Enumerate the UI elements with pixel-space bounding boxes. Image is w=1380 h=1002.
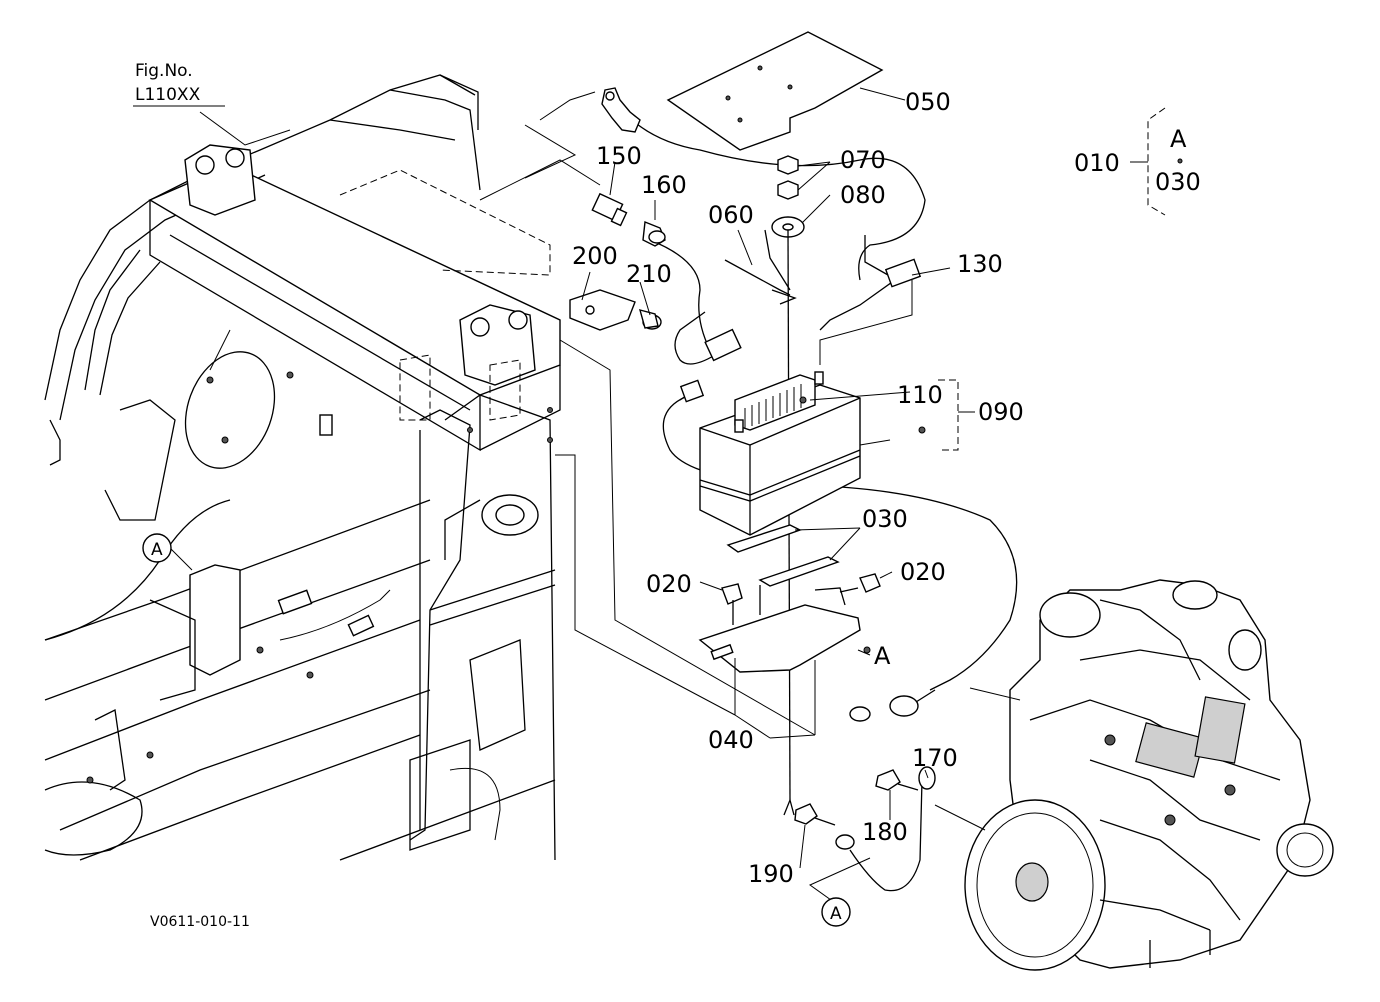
callout-040: 040 (708, 726, 754, 754)
callout-a-tray: A (874, 642, 891, 670)
bolt-180 (875, 769, 919, 791)
cover-plate-050 (666, 31, 906, 151)
svg-text:A: A (151, 540, 163, 560)
bolt-160 (642, 221, 666, 247)
callout-060: 060 (708, 201, 754, 229)
callout-020-right: 020 (900, 558, 946, 586)
callout-090: 090 (978, 398, 1024, 426)
callout-050: 050 (905, 88, 951, 116)
callout-130: 130 (957, 250, 1003, 278)
battery-slots (744, 384, 802, 428)
battery-110 (699, 371, 926, 536)
group-part-030: 030 (1155, 168, 1201, 196)
callout-160: 160 (641, 171, 687, 199)
rod-040 (783, 229, 795, 816)
group-ref-a: A (1170, 125, 1187, 153)
callout-080: 080 (840, 181, 886, 209)
hold-down-060 (724, 229, 797, 305)
bolt-190 (794, 803, 855, 850)
callout-150: 150 (596, 142, 642, 170)
fig-no-label: Fig.No. (135, 61, 193, 81)
callout-210: 210 (626, 260, 672, 288)
labels: Fig.No. L110XX V0611-010-11 050 150 160 … (133, 61, 1201, 930)
battery-tray (698, 585, 871, 735)
bracket-200 (569, 289, 636, 331)
connector-150 (591, 192, 628, 227)
terminal-170 (918, 766, 936, 790)
callout-110: 110 (897, 381, 943, 409)
washer-ring (849, 689, 936, 722)
callout-180: 180 (862, 818, 908, 846)
group-label-010: 010 (1074, 149, 1120, 177)
bolt-020-right (839, 573, 881, 593)
shim-030 (726, 524, 840, 587)
callout-020-left: 020 (646, 570, 692, 598)
callout-170: 170 (912, 744, 958, 772)
nut-070 (777, 155, 799, 200)
connector-130 (864, 235, 922, 288)
svg-text:A: A (830, 904, 842, 924)
fig-no-value: L110XX (135, 85, 201, 105)
drawing-code: V0611-010-11 (150, 914, 250, 930)
bracket-090 (938, 379, 975, 451)
circled-a-ground: A (821, 897, 851, 927)
bolt-210 (638, 309, 662, 330)
callout-200: 200 (572, 242, 618, 270)
leader-lines (169, 91, 1166, 906)
engine (934, 579, 1334, 971)
tractor-frame (44, 74, 561, 861)
frame-dashed-references (339, 169, 551, 421)
circled-a-frame: A (142, 533, 172, 563)
top-bracket (601, 87, 641, 133)
switch-connector (679, 328, 742, 403)
callout-190: 190 (748, 860, 794, 888)
callout-070: 070 (840, 146, 886, 174)
bolt-020-left (721, 583, 743, 625)
callout-030: 030 (862, 505, 908, 533)
